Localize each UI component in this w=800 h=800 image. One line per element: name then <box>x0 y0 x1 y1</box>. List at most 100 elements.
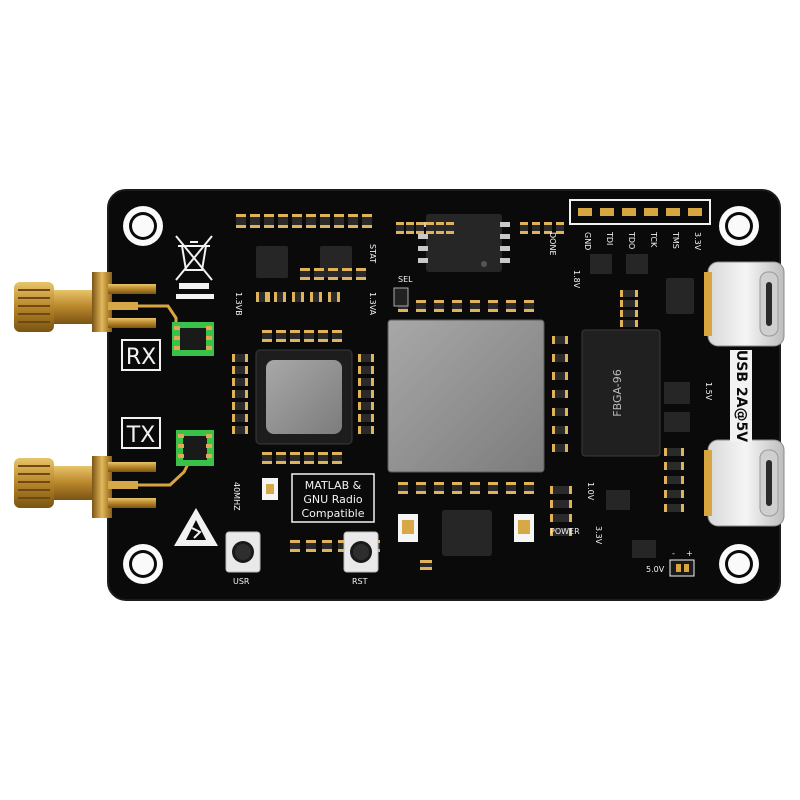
smd-pad <box>416 491 426 494</box>
matlab-badge: MATLAB & GNU Radio Compatible <box>291 473 375 523</box>
leds <box>262 287 534 542</box>
smd-part <box>358 366 374 374</box>
smd-pad <box>332 339 342 342</box>
smd-pad <box>569 486 572 494</box>
smd-part <box>446 222 454 234</box>
smd-pad <box>371 402 374 410</box>
smd-pad <box>328 277 338 280</box>
smd-pad <box>304 339 314 342</box>
smd-pad <box>232 402 235 410</box>
smd-pad <box>245 426 248 434</box>
smd-part <box>552 372 568 380</box>
smd-part <box>358 390 374 398</box>
smd-pad <box>569 500 572 508</box>
smd-part <box>552 354 568 362</box>
power-jumper <box>669 559 695 577</box>
smd-part <box>398 482 408 494</box>
smd-part <box>236 214 246 228</box>
silk-labels: STAT SEL DONE 1.3VB 1.3VA 1.8V 1.5V 1.0V… <box>232 232 713 586</box>
smd-pad <box>342 268 352 271</box>
smd-pad <box>681 448 684 456</box>
smd-pad <box>446 231 454 234</box>
smd-pad <box>342 277 352 280</box>
smd-pad <box>318 339 328 342</box>
smd-pad <box>550 500 553 508</box>
polarity-plus: + <box>686 549 693 558</box>
smd-pad <box>452 482 462 485</box>
smd-pad <box>470 491 480 494</box>
stat-label: STAT <box>368 244 377 263</box>
smd-part <box>232 402 248 410</box>
jtag-tms: TMS <box>671 231 680 249</box>
smd-pad <box>550 514 553 522</box>
smd-part <box>396 222 404 234</box>
smd-pad <box>569 528 572 536</box>
v10-label: 1.0V <box>586 482 595 501</box>
smd-pad <box>290 549 300 552</box>
smd-part <box>232 354 248 362</box>
smd-pad <box>635 290 638 297</box>
smd-part <box>358 402 374 410</box>
smd-pad <box>552 390 555 398</box>
smd-part <box>452 300 462 312</box>
smd-pad <box>348 225 358 228</box>
smd-pad <box>264 225 274 228</box>
usr-button[interactable] <box>225 531 261 573</box>
smd-pad <box>664 462 667 470</box>
smd-part <box>278 214 288 228</box>
smd-pad <box>434 309 444 312</box>
smd-part <box>532 222 540 234</box>
smd-pad <box>452 491 462 494</box>
smd-pad <box>664 504 667 512</box>
smd-part <box>664 504 684 512</box>
smd-part <box>304 452 314 464</box>
smd-pad <box>371 378 374 386</box>
v50-label: 5.0V <box>646 565 665 574</box>
smd-part <box>552 426 568 434</box>
smd-pad <box>488 300 498 303</box>
smd-pad <box>262 461 272 464</box>
smd-pad <box>436 231 444 234</box>
smd-part <box>358 354 374 362</box>
smd-pad <box>338 540 348 543</box>
smd-pad <box>232 426 235 434</box>
usb-c-connector-top <box>704 261 785 347</box>
rst-button[interactable] <box>343 531 379 573</box>
esd-warning-icon <box>174 508 218 546</box>
smd-pad <box>322 540 332 543</box>
smd-part <box>620 300 638 307</box>
smd-pad <box>319 292 322 302</box>
smd-part <box>322 540 332 552</box>
smd-part <box>304 330 314 342</box>
svg-text:TX: TX <box>126 423 156 448</box>
smd-pad <box>426 222 434 225</box>
smd-pad <box>265 292 268 302</box>
smd-pad <box>332 452 342 455</box>
crossed-bin-icon <box>175 235 213 289</box>
smd-pad <box>436 222 444 225</box>
smd-pad <box>506 491 516 494</box>
smd-pad <box>300 268 310 271</box>
smd-pad <box>304 330 314 333</box>
smd-pad <box>620 320 623 327</box>
smd-pad <box>250 214 260 217</box>
smd-pad <box>236 225 246 228</box>
smd-pad <box>320 225 330 228</box>
smd-pad <box>664 476 667 484</box>
smd-part <box>406 222 414 234</box>
smd-pad <box>356 277 366 280</box>
smd-pad <box>292 214 302 217</box>
smd-pad <box>550 486 553 494</box>
smd-pad <box>452 300 462 303</box>
smd-pad <box>310 292 313 302</box>
passive-components <box>232 214 684 570</box>
smd-pad <box>371 366 374 374</box>
smd-part <box>356 268 366 280</box>
svg-text:RX: RX <box>126 345 156 370</box>
smd-pad <box>290 452 300 455</box>
smd-pad <box>236 214 246 217</box>
smd-part <box>262 330 272 342</box>
smd-part <box>290 452 300 464</box>
smd-part <box>318 330 328 342</box>
smd-part <box>544 222 552 234</box>
